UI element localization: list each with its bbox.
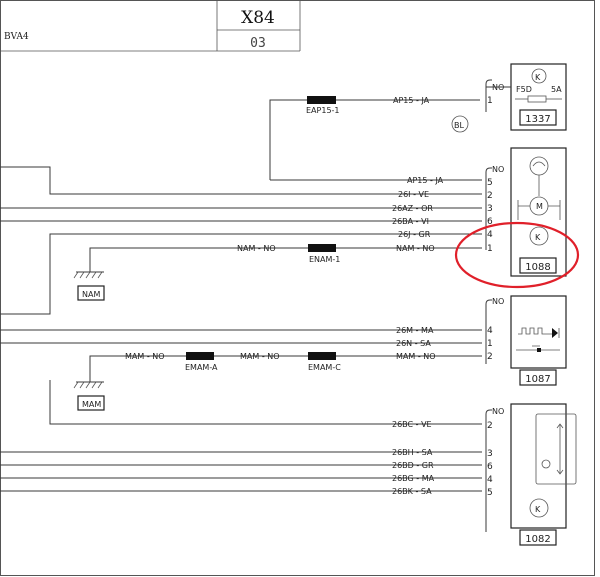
pin-4-1082: 4 xyxy=(487,475,493,485)
fuse-rating: 5A xyxy=(551,85,562,94)
pin-2-1088: 2 xyxy=(487,191,493,201)
wire-26j-gr: 26J - GR xyxy=(398,230,431,239)
ground-nam-label: NAM xyxy=(82,290,100,299)
ground-mam-label: MAM xyxy=(82,400,101,409)
wire-26bd-gr: 26BD - GR xyxy=(392,461,434,470)
wire-26bg-ma: 26BG - MA xyxy=(392,474,435,483)
pin-4-1087: 4 xyxy=(487,326,493,336)
fuse-label: F5D xyxy=(516,85,532,94)
component-1087: 1087 xyxy=(510,295,567,386)
wire-26m-ma: 26M - MA xyxy=(396,326,434,335)
pin-1-1087: 1 xyxy=(487,339,493,349)
pin-no-1082: NO xyxy=(492,407,504,416)
wire-26az-or: 26AZ - OR xyxy=(392,204,433,213)
component-id-1082: 1082 xyxy=(525,534,550,545)
wire-mam-no-3: MAM - NO xyxy=(396,352,436,361)
relay-k-icon: K xyxy=(535,505,541,514)
pin-3-1082: 3 xyxy=(487,449,493,459)
connector-enam1 xyxy=(308,244,336,252)
pin-2-1082: 2 xyxy=(487,421,493,431)
connector-eap15-label: EAP15-1 xyxy=(306,106,340,115)
badge-bl: BL xyxy=(454,121,464,130)
pin-5-1088: 5 xyxy=(487,178,493,188)
pin-no-1088: NO xyxy=(492,165,504,174)
wire-mam-no-1: MAM - NO xyxy=(125,352,165,361)
wire-26n-sa: 26N - SA xyxy=(396,339,431,348)
wire-26bk-sa: 26BK - SA xyxy=(392,487,432,496)
component-1082: K 1082 xyxy=(510,403,577,546)
component-1337: K F5D 5A 1337 xyxy=(510,63,567,131)
wire-mam-no-2: MAM - NO xyxy=(240,352,280,361)
pin-4-1088: 4 xyxy=(487,230,493,240)
header: BVA4 X84 03 xyxy=(0,0,301,52)
wire-26bc-ve: 26BC - VE xyxy=(392,420,432,429)
highlight-ellipse xyxy=(454,221,580,289)
component-id-1337: 1337 xyxy=(525,114,550,125)
wire-26i-ve: 26I - VE xyxy=(398,190,429,199)
pin-6-1082: 6 xyxy=(487,462,493,472)
component-id-1087: 1087 xyxy=(525,374,550,385)
header-left-label: BVA4 xyxy=(4,32,29,42)
connector-eap15 xyxy=(307,96,336,104)
ground-mam: MAM xyxy=(73,381,105,411)
pin-1-1088: 1 xyxy=(487,244,493,254)
connector-emam-c-label: EMAM-C xyxy=(308,363,341,372)
component-1088: M K 1088 xyxy=(510,147,567,277)
relay-k-icon: K xyxy=(535,73,541,82)
diagram-subtitle: 03 xyxy=(250,36,266,51)
pin-6-1088: 6 xyxy=(487,217,493,227)
relay-k-icon: K xyxy=(535,233,541,242)
pin-no-1087: NO xyxy=(492,297,504,306)
wire-26ba-vi: 26BA - VI xyxy=(392,217,429,226)
component-id-1088: 1088 xyxy=(525,262,550,273)
wire-nam-no-left: NAM - NO xyxy=(237,244,276,253)
wire-26bh-sa: 26BH - SA xyxy=(392,448,433,457)
connector-emam-a xyxy=(186,352,214,360)
wire-ap15-ja-top: AP15 - JA xyxy=(393,96,430,105)
connector-emam-c xyxy=(308,352,336,360)
connector-enam1-label: ENAM-1 xyxy=(309,255,340,264)
connector-emam-a-label: EMAM-A xyxy=(185,363,218,372)
wire-nam-no-right: NAM - NO xyxy=(396,244,435,253)
motor-icon: M xyxy=(536,202,543,211)
wire-ap15-ja: AP15 - JA xyxy=(407,176,444,185)
pin-5-1082: 5 xyxy=(487,488,493,498)
pin-3-1088: 3 xyxy=(487,204,493,214)
pin-2-1087: 2 xyxy=(487,352,493,362)
ground-nam: NAM xyxy=(73,271,105,301)
diagram-title: X84 xyxy=(241,8,275,28)
pin-1-1337: 1 xyxy=(487,96,493,106)
